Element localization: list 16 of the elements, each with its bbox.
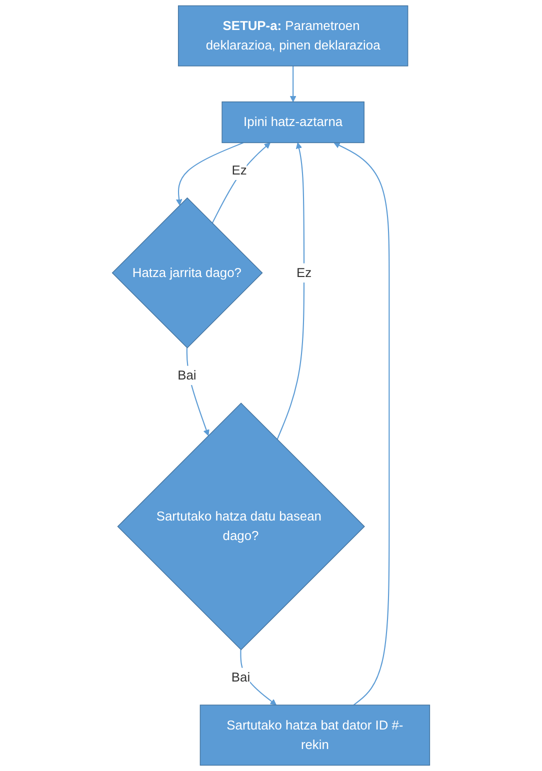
node-box: Ipini hatz-aztarna [222, 101, 364, 144]
edge-label: Bai [178, 368, 196, 382]
edge-label: Ez [232, 162, 247, 178]
arrow [176, 142, 244, 206]
node-box: Sartutako hatza bat dator ID #-rekin [200, 704, 430, 766]
arrow [240, 650, 277, 706]
arrow [186, 348, 210, 436]
arrow [334, 142, 390, 706]
node-diamond: Hatza jarrita dago? [112, 197, 263, 348]
edge-label: Ez [296, 265, 312, 280]
arrow [276, 142, 305, 440]
edge-label: Bai [231, 670, 250, 684]
arrow [290, 66, 296, 102]
node-box: SETUP-a: Parametroen deklarazioa, pinen deklarazioa [178, 5, 408, 66]
arrow [212, 142, 270, 224]
node-diamond: Sartutako hatza datu basean dago? [117, 402, 365, 650]
